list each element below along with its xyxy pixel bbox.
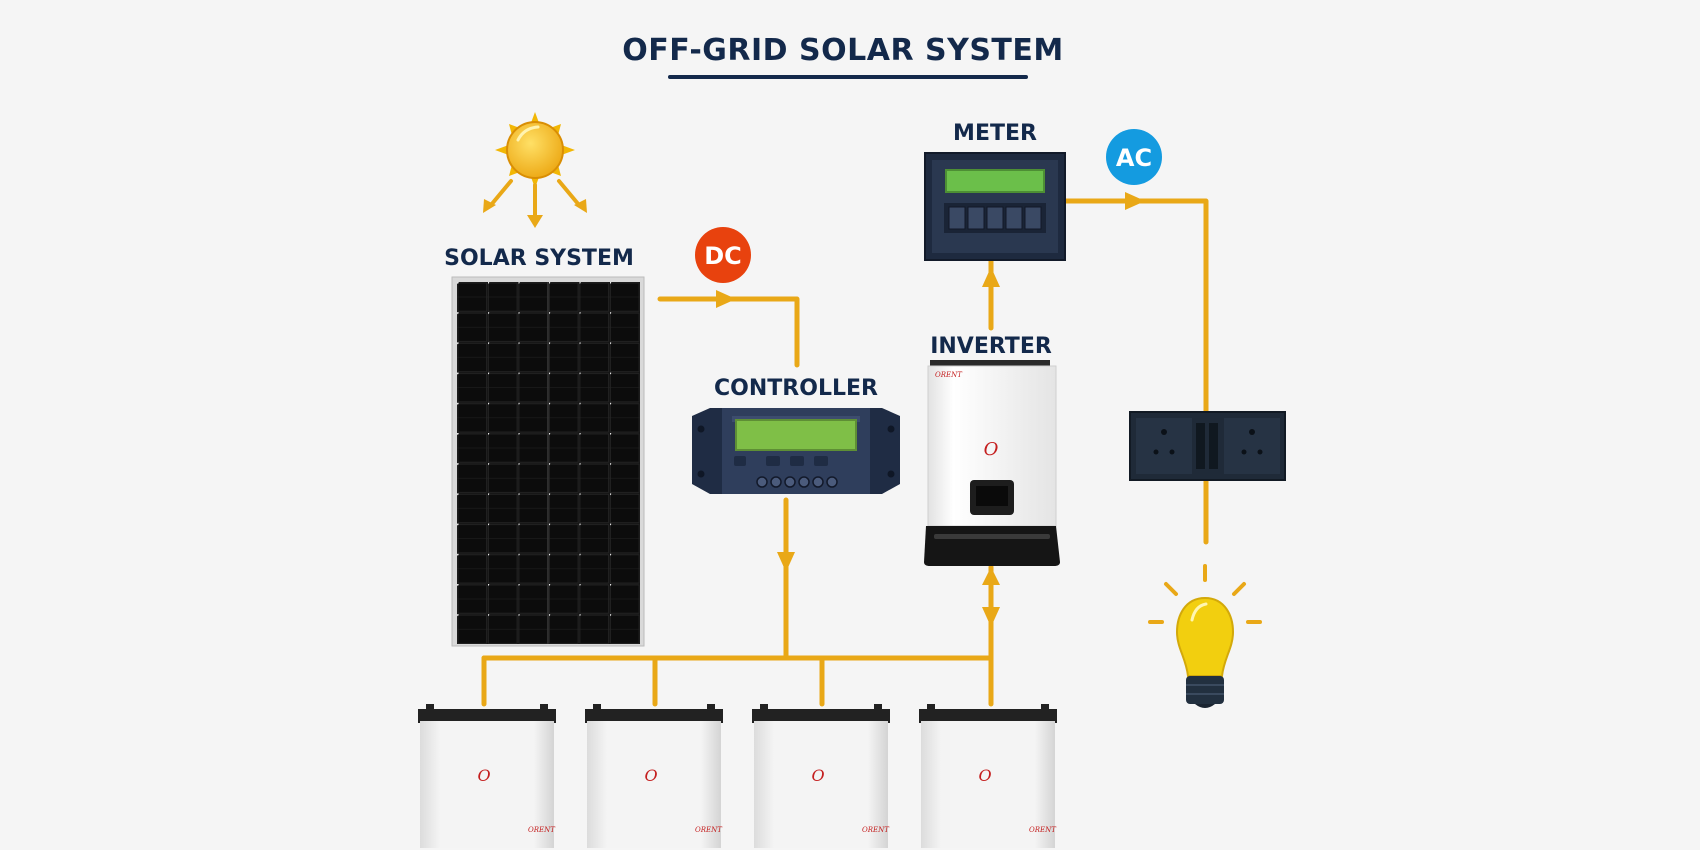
- wire-panel-to-controller: [657, 296, 800, 368]
- title-underline: [668, 75, 1028, 79]
- battery-1-logo: O: [477, 766, 490, 785]
- dc-badge-label: DC: [704, 242, 742, 270]
- arrow-inverter-down: [982, 607, 1000, 627]
- inverter-logo: O: [984, 439, 999, 460]
- controller-label: CONTROLLER: [714, 376, 878, 401]
- wall-socket-icon: [1129, 411, 1286, 481]
- battery-4-brand: ORENT: [1029, 826, 1057, 834]
- ac-badge-label: AC: [1116, 144, 1152, 172]
- meter-device: [924, 152, 1066, 261]
- solar-system-label: SOLAR SYSTEM: [444, 246, 634, 271]
- sun-icon: [483, 112, 587, 228]
- arrow-ac-flow: [1125, 192, 1145, 210]
- arrow-dc-flow: [716, 290, 736, 308]
- solar-panel: [451, 276, 645, 647]
- inverter-brand-text: ORENT: [935, 371, 963, 379]
- battery-1-brand: ORENT: [528, 826, 556, 834]
- battery-1: O ORENT: [418, 704, 556, 848]
- flow-arrows: [716, 192, 1145, 627]
- arrow-to-meter: [982, 267, 1000, 287]
- battery-3: O ORENT: [752, 704, 890, 848]
- battery-4-logo: O: [978, 766, 991, 785]
- battery-2-logo: O: [644, 766, 657, 785]
- charge-controller: [692, 408, 900, 494]
- light-bulb-icon: [1148, 564, 1262, 708]
- diagram-title: OFF-GRID SOLAR SYSTEM: [622, 33, 1064, 68]
- battery-3-logo: O: [811, 766, 824, 785]
- battery-4: O ORENT: [919, 704, 1057, 848]
- arrow-inverter-up: [982, 567, 1000, 585]
- battery-2: O ORENT: [585, 704, 723, 848]
- ac-badge: AC: [1106, 129, 1162, 185]
- meter-label: METER: [953, 121, 1037, 146]
- inverter-device: ORENT O: [924, 360, 1060, 566]
- dc-badge: DC: [695, 227, 751, 283]
- wire-meter-to-socket: [1062, 198, 1209, 415]
- arrow-controller-down: [777, 552, 795, 572]
- inverter-label: INVERTER: [930, 334, 1052, 359]
- wiring: [481, 198, 1209, 707]
- battery-2-brand: ORENT: [695, 826, 723, 834]
- battery-3-brand: ORENT: [862, 826, 890, 834]
